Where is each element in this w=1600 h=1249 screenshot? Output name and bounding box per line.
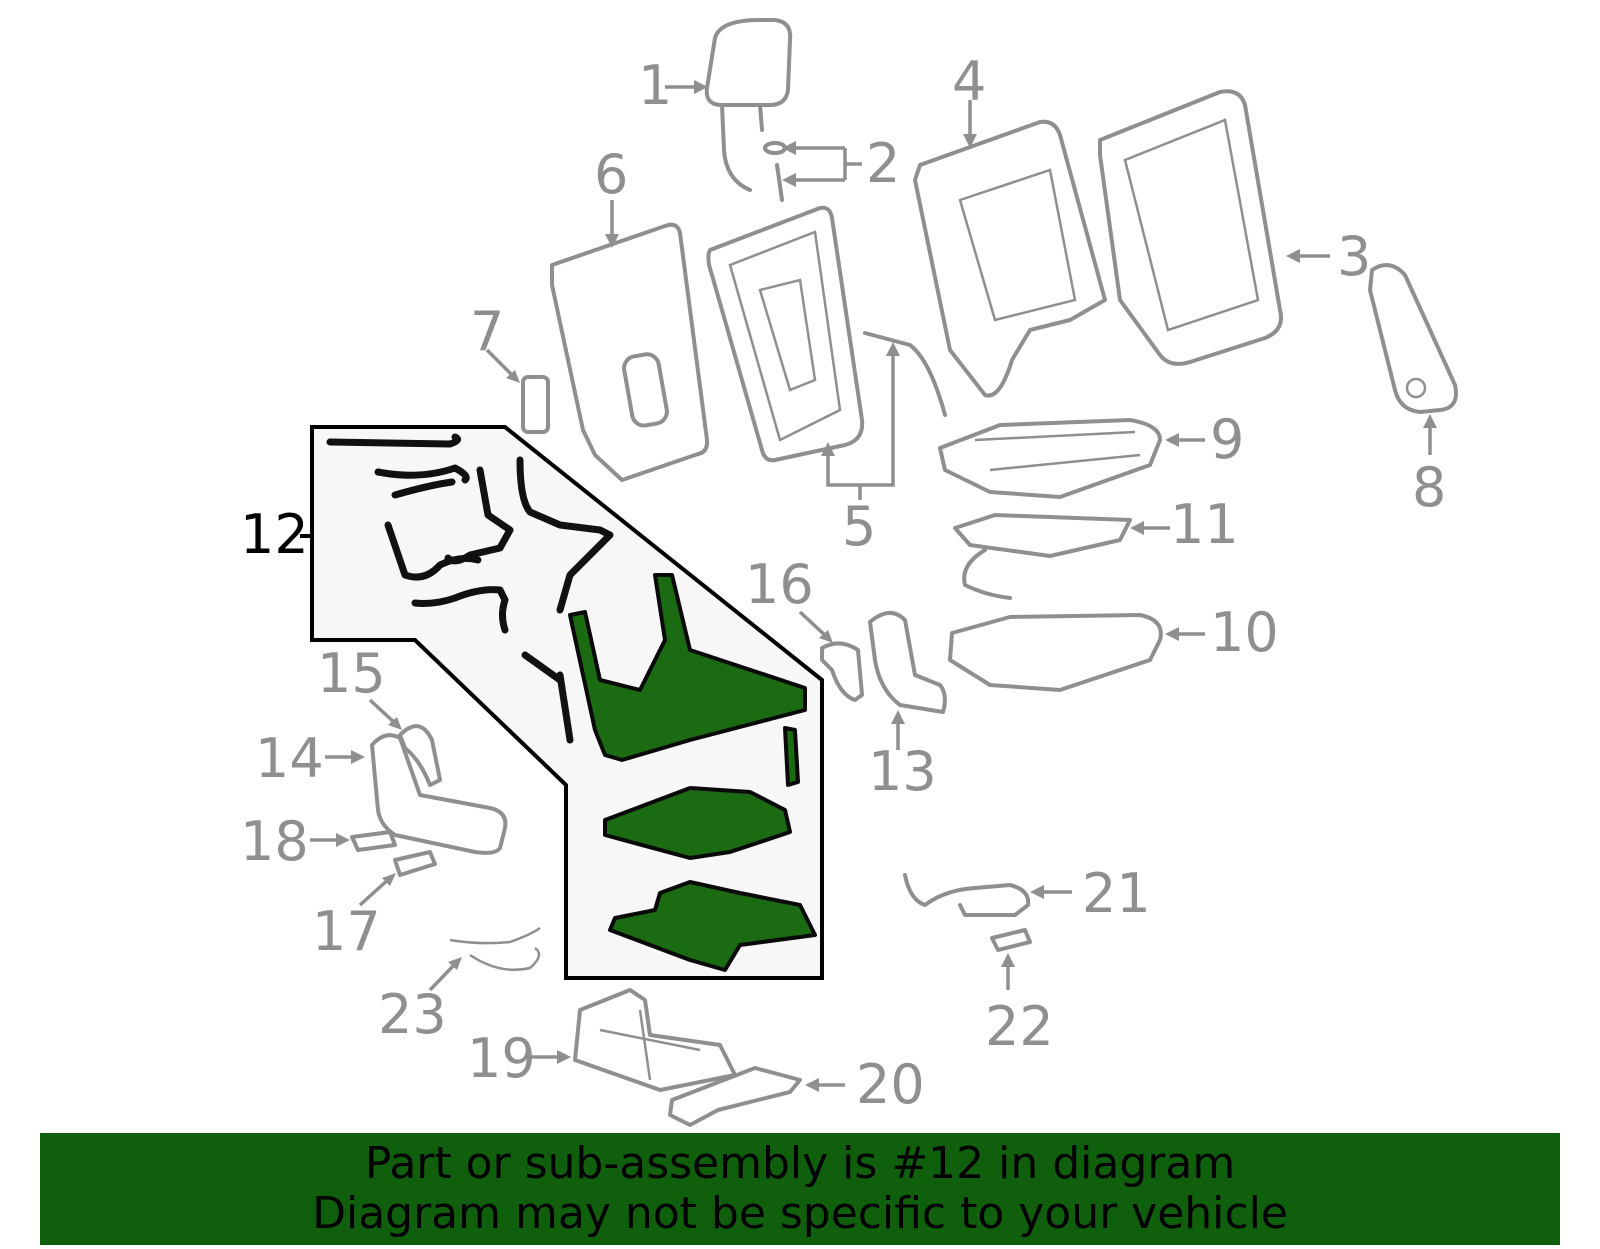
callout-22: 22 — [985, 995, 1054, 1058]
seat-frame-12 — [568, 573, 817, 972]
callout-5: 5 — [842, 495, 876, 558]
callout-3: 3 — [1337, 225, 1371, 288]
track-cover-20 — [668, 1066, 802, 1127]
callout-18: 18 — [240, 810, 309, 873]
switch-22 — [990, 928, 1032, 952]
callout-1: 1 — [638, 54, 672, 117]
callout-21: 21 — [1082, 862, 1151, 925]
callout-12: 12 — [240, 503, 309, 566]
callout-15: 15 — [317, 642, 386, 705]
callout-2: 2 — [866, 132, 900, 195]
callout-4: 4 — [952, 50, 986, 113]
seat-back-frame — [706, 205, 947, 463]
callout-8: 8 — [1412, 456, 1446, 519]
inner-shield — [370, 733, 508, 855]
banner-line-1: Part or sub-assembly is #12 in diagram — [364, 1138, 1236, 1189]
callout-9: 9 — [1210, 408, 1244, 471]
trim-17 — [393, 850, 437, 877]
callout-7: 7 — [470, 300, 504, 363]
banner-line-2: Diagram may not be specific to your vehi… — [312, 1188, 1288, 1239]
headrest — [704, 18, 793, 192]
heater-pad — [953, 513, 1132, 600]
trim-cover-16 — [820, 641, 864, 702]
harness-23 — [449, 926, 541, 972]
seat-back-pad — [913, 119, 1107, 398]
callout-19: 19 — [467, 1027, 536, 1090]
cushion-cover — [938, 418, 1162, 499]
callout-11: 11 — [1170, 493, 1239, 556]
harness-21 — [903, 873, 1031, 917]
callout-10: 10 — [1210, 601, 1279, 664]
outer-shield — [868, 611, 947, 714]
seat-back-panel — [550, 222, 710, 482]
trim-18 — [350, 830, 397, 852]
callout-16: 16 — [745, 553, 814, 616]
callout-23: 23 — [378, 983, 447, 1046]
cushion-pad — [948, 613, 1163, 692]
callout-6: 6 — [594, 143, 628, 206]
seat-track-19 — [573, 988, 737, 1092]
headrest-guide — [763, 141, 787, 202]
seat-back-cover — [1098, 89, 1283, 366]
callout-17: 17 — [312, 900, 381, 963]
side-trim — [1368, 263, 1458, 414]
trim-15 — [398, 724, 442, 787]
callout-20: 20 — [856, 1053, 925, 1116]
harness-12 — [326, 433, 614, 744]
info-banner: Part or sub-assembly is #12 in diagram D… — [40, 1133, 1560, 1245]
lumbar-switch — [521, 375, 550, 434]
callout-14: 14 — [255, 727, 324, 790]
callout-13: 13 — [868, 740, 937, 803]
